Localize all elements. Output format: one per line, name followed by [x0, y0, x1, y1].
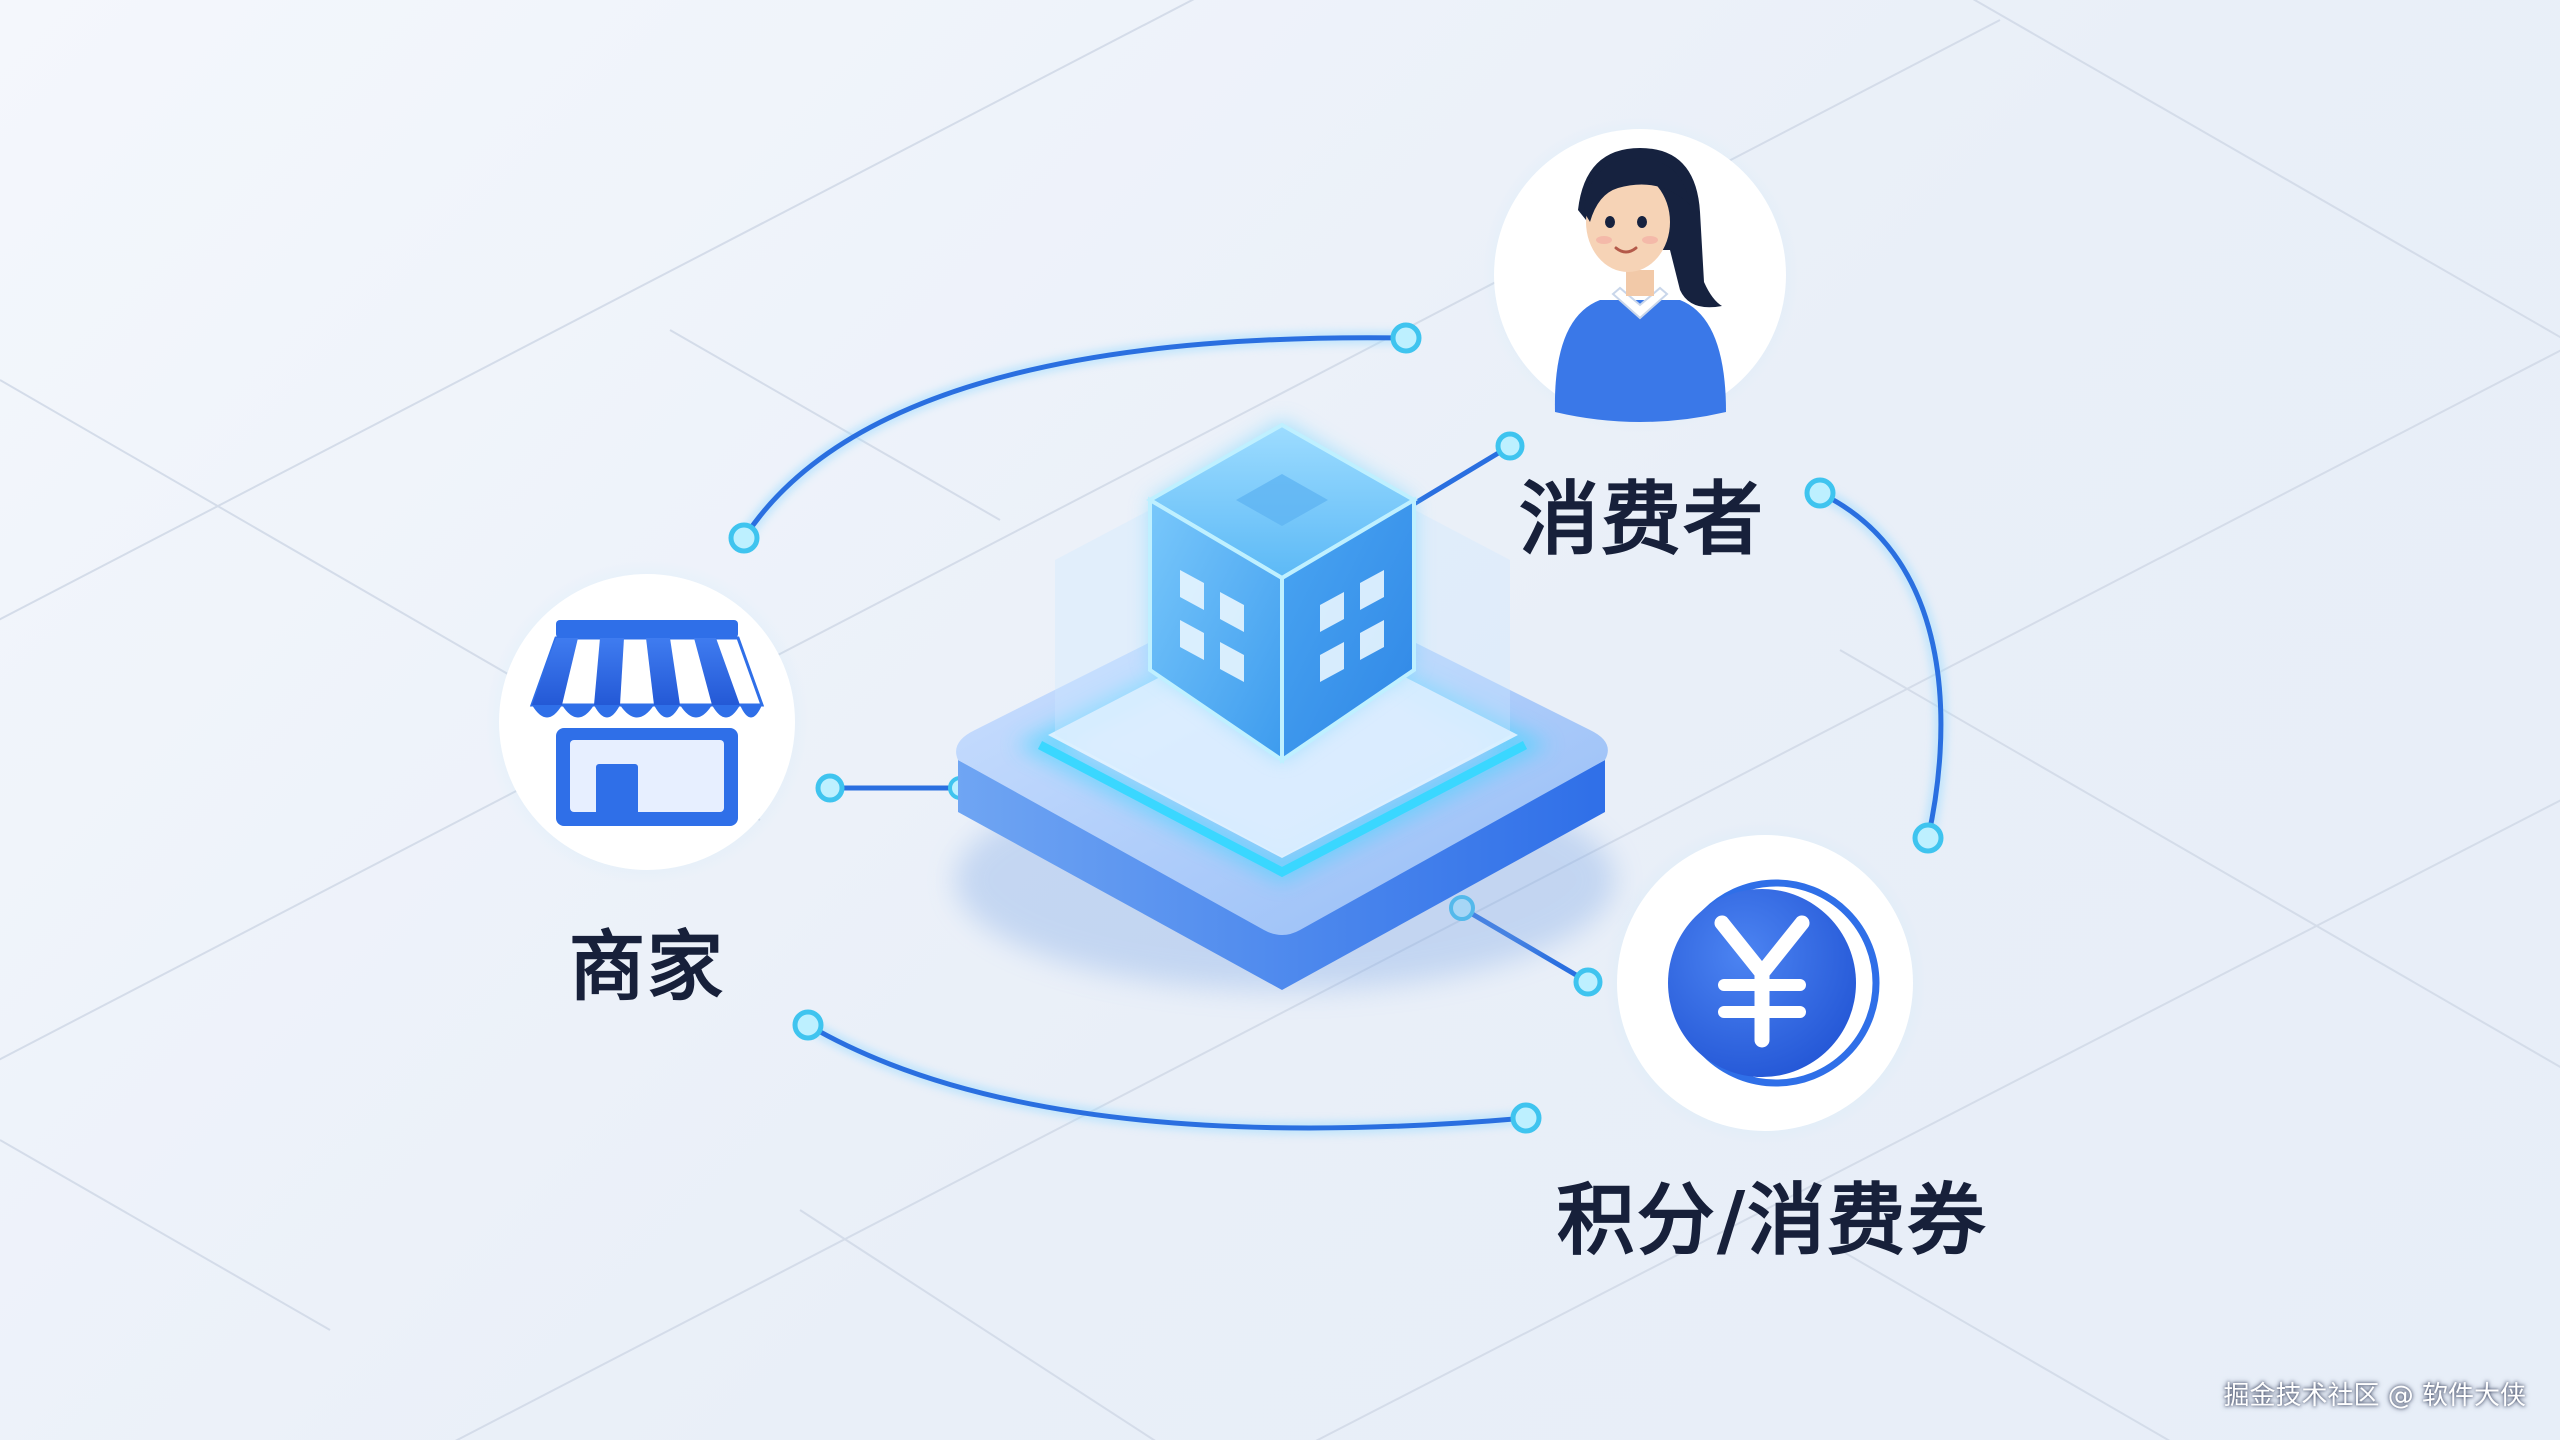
connector-arc-merchant-consumer	[728, 322, 1422, 554]
node-dot	[792, 1009, 824, 1041]
node-dot	[1390, 322, 1422, 354]
storefront-icon	[529, 620, 765, 826]
points-node	[1603, 821, 1927, 1145]
link-center-merchant	[815, 773, 972, 803]
node-dot	[1912, 822, 1944, 854]
consumer-label: 消费者	[1519, 473, 1765, 566]
node-dot	[1495, 431, 1525, 461]
platform-node	[955, 420, 1615, 990]
points-coupon-label: 积分/消费券	[1556, 1176, 1988, 1266]
node-dot	[728, 522, 760, 554]
yuan-coin-icon	[1668, 879, 1880, 1087]
merchant-node	[485, 560, 809, 884]
node-dot	[1804, 477, 1836, 509]
connector-arc-merchant-points	[792, 1009, 1542, 1134]
consumer-node	[1482, 117, 1798, 433]
node-dot	[815, 773, 845, 803]
cube-right	[1280, 496, 1416, 764]
merchant-label: 商家	[569, 922, 725, 1011]
person-avatar-icon	[1554, 148, 1726, 422]
watermark: 掘金技术社区 @ 软件大侠	[2223, 1381, 2526, 1411]
node-dot	[1573, 967, 1603, 997]
node-dot	[1510, 1102, 1542, 1134]
connector-arc-consumer-points	[1804, 477, 1944, 854]
link-center-consumer	[1410, 431, 1525, 508]
